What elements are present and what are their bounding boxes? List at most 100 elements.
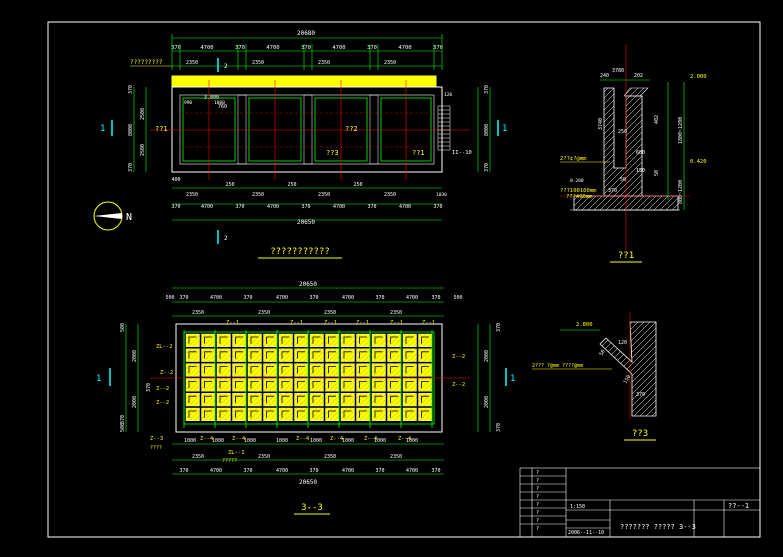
- svg-text:600: 600: [636, 150, 645, 156]
- svg-text:2350: 2350: [186, 192, 198, 198]
- footing-mark: [250, 351, 259, 359]
- footing-cell: [247, 407, 262, 422]
- footing-mark: [421, 366, 429, 374]
- footing-mark: [390, 336, 398, 344]
- footing-mark: [188, 336, 197, 344]
- svg-text:370: 370: [375, 295, 384, 301]
- svg-text:1000: 1000: [310, 438, 322, 444]
- foundation-dim-total-bottom: 20650: [299, 479, 317, 486]
- footing-cell: [278, 348, 293, 362]
- svg-text:370: 370: [243, 295, 252, 301]
- footing-mark: [266, 366, 274, 374]
- footing-mark: [328, 351, 336, 359]
- footing-mark: [421, 336, 429, 344]
- footing-cell: [340, 393, 355, 407]
- svg-text:1000: 1000: [406, 438, 418, 444]
- footing-mark: [188, 381, 197, 389]
- svg-text:370: 370: [431, 468, 440, 474]
- footing-mark: [390, 381, 398, 389]
- svg-text:2350: 2350: [390, 454, 402, 460]
- footing-cell: [309, 393, 324, 407]
- footing-mark: [281, 336, 290, 344]
- svg-text:Z--1: Z--1: [390, 320, 403, 326]
- svg-text:250: 250: [353, 182, 362, 188]
- svg-text:?: ?: [536, 478, 539, 484]
- svg-text:ZL--2: ZL--2: [156, 344, 173, 350]
- title-block-text: ? ? ? ? ? ? ? ? 1:150 2006--11--10 ??--1…: [536, 470, 749, 536]
- footing-mark: [421, 410, 429, 418]
- svg-text:150: 150: [636, 168, 645, 174]
- svg-text:2350: 2350: [318, 192, 330, 198]
- footing-mark: [312, 336, 321, 344]
- footing-cell: [325, 393, 340, 407]
- footing-mark: [312, 395, 321, 403]
- footing-mark: [219, 336, 228, 344]
- footing-mark: [297, 336, 305, 344]
- footing-mark: [266, 395, 274, 403]
- footing-mark: [328, 336, 336, 344]
- svg-text:120: 120: [618, 340, 627, 346]
- footing-mark: [421, 351, 429, 359]
- footing-mark: [343, 381, 352, 389]
- footing-cell: [294, 393, 309, 407]
- plan-room-label-4: ??1: [412, 149, 425, 157]
- footing-cell: [232, 393, 247, 407]
- footing-cell: [247, 333, 262, 348]
- svg-text:202: 202: [634, 73, 643, 79]
- title-block-drawing-title: ??????? ????? 3--3: [620, 523, 696, 531]
- svg-text:370: 370: [309, 468, 318, 474]
- svg-text:3740: 3740: [598, 118, 604, 130]
- svg-text:370: 370: [433, 204, 442, 210]
- footing-mark: [281, 366, 290, 374]
- section1-note-3: ???400mm: [566, 194, 593, 200]
- footing-cell: [418, 348, 433, 362]
- footing-cell: [356, 333, 371, 348]
- footing-mark: [250, 336, 259, 344]
- plan-axis-mark-right: 1: [502, 124, 507, 134]
- footing-mark: [312, 366, 321, 374]
- footing-cell: [356, 407, 371, 422]
- svg-text:1000: 1000: [212, 438, 224, 444]
- svg-text:250: 250: [287, 182, 296, 188]
- footing-mark: [235, 351, 243, 359]
- svg-text:Z--4: Z--4: [232, 436, 246, 442]
- footing-mark: [235, 381, 243, 389]
- foundation-axis-left: 1: [96, 374, 101, 384]
- footing-cell: [294, 363, 309, 377]
- svg-text:370: 370: [128, 163, 134, 172]
- footing-cell: [216, 348, 231, 362]
- foundation-labels-right: Z--2 Z--2: [452, 354, 465, 388]
- section1-elev-top: 2.000: [690, 74, 707, 80]
- svg-text:2350: 2350: [324, 310, 336, 316]
- footing-cell: [325, 407, 340, 422]
- footing-mark: [297, 410, 305, 418]
- svg-text:2350: 2350: [192, 310, 204, 316]
- svg-text:370: 370: [484, 85, 490, 94]
- footing-cell: [371, 348, 386, 362]
- svg-text:2000: 2000: [484, 350, 490, 362]
- svg-text:2350: 2350: [324, 454, 336, 460]
- footing-cell: [402, 348, 417, 362]
- footing-mark: [312, 381, 321, 389]
- svg-text:4700: 4700: [210, 468, 222, 474]
- footing-mark: [281, 410, 290, 418]
- footing-mark: [405, 336, 414, 344]
- footing-cell: [278, 363, 293, 377]
- svg-text:4700: 4700: [200, 45, 213, 51]
- section1-elev-side: 0.200: [570, 178, 584, 184]
- svg-text:?: ?: [536, 502, 539, 508]
- footing-cell: [387, 378, 402, 392]
- footing-cell: [402, 407, 417, 422]
- footing-cell: [309, 363, 324, 377]
- svg-text:250: 250: [618, 129, 627, 135]
- svg-text:370: 370: [171, 204, 180, 210]
- footing-mark: [359, 381, 367, 389]
- footing-cell: [185, 378, 200, 392]
- footing-mark: [359, 336, 367, 344]
- footing-mark: [343, 366, 352, 374]
- svg-text:120: 120: [444, 92, 452, 98]
- footing-mark: [343, 351, 352, 359]
- footing-cell: [418, 333, 433, 348]
- footing-mark: [219, 351, 228, 359]
- svg-text:4700: 4700: [342, 295, 354, 301]
